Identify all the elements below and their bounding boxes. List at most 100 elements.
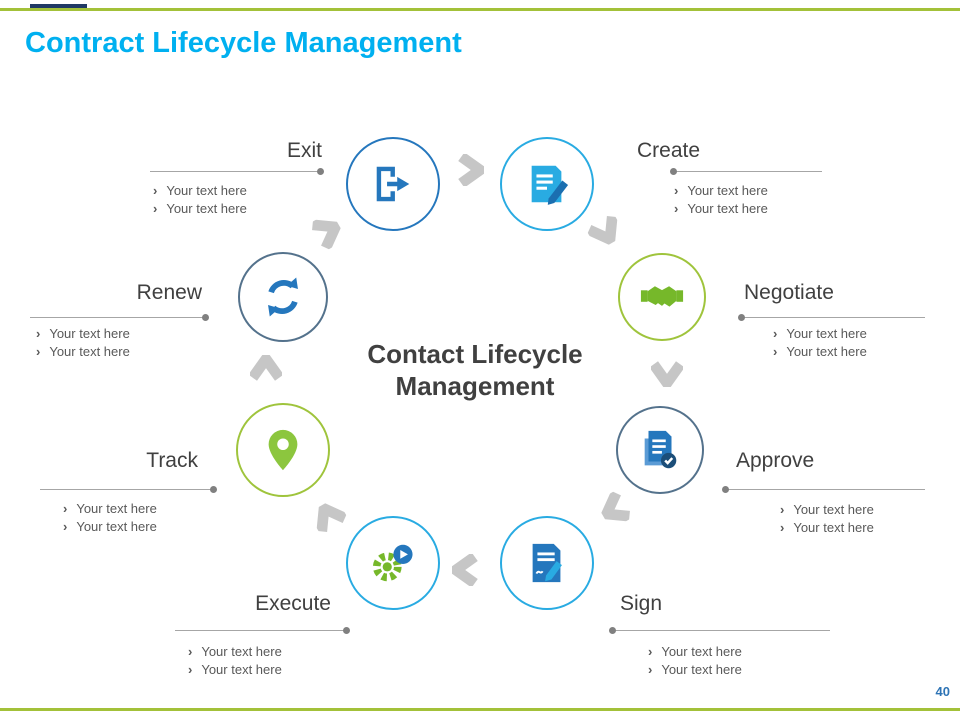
bullet-item: › Your text here bbox=[153, 182, 247, 200]
flow-arrow-top bbox=[452, 152, 490, 188]
bullet-item: › Your text here bbox=[648, 643, 742, 661]
bullet-chevron: › bbox=[36, 344, 41, 359]
bullet-item: › Your text here bbox=[648, 661, 742, 679]
bullet-text: Your text here bbox=[201, 662, 282, 677]
bullet-item: ›Your text here bbox=[674, 200, 768, 218]
flow-arrow-left bbox=[248, 349, 284, 387]
negotiate-bullets: › Your text here › Your text here bbox=[773, 325, 867, 361]
map-pin-icon bbox=[268, 429, 298, 471]
approved-documents-icon bbox=[644, 430, 677, 469]
bullet-text: Your text here bbox=[661, 644, 742, 659]
bullet-chevron: › bbox=[773, 326, 778, 341]
node-label-create: Create bbox=[637, 139, 701, 162]
bullet-item: › Your text here bbox=[773, 343, 867, 361]
exit-bullets: › Your text here › Your text here bbox=[153, 182, 247, 218]
bullet-chevron: › bbox=[63, 519, 68, 534]
bullet-item: › Your text here bbox=[153, 200, 247, 218]
connector-dot bbox=[722, 486, 729, 493]
bullet-item: › Your text here bbox=[773, 325, 867, 343]
leader-line-track bbox=[40, 486, 217, 493]
bullet-item: ›Your text here bbox=[674, 182, 768, 200]
bullet-chevron: › bbox=[648, 644, 653, 659]
flow-arrow-bottom-right bbox=[595, 486, 639, 530]
bullet-text: Your text here bbox=[687, 201, 768, 216]
bullet-item: › Your text here bbox=[188, 643, 282, 661]
bullet-text: Your text here bbox=[166, 201, 247, 216]
bullet-item: › Your text here bbox=[36, 343, 130, 361]
bullet-text: Your text here bbox=[786, 326, 867, 341]
connector-dot bbox=[210, 486, 217, 493]
bullet-item: ›Your text here bbox=[36, 325, 130, 343]
bullet-chevron: › bbox=[674, 183, 679, 198]
bullet-item: › Your text here bbox=[188, 661, 282, 679]
connector-dot bbox=[609, 627, 616, 634]
connector-dot bbox=[738, 314, 745, 321]
bullet-chevron: › bbox=[36, 326, 41, 341]
renew-bullets: ›Your text here ›Your text here bbox=[36, 325, 130, 361]
edit-document-icon bbox=[531, 165, 569, 205]
connector-dot bbox=[343, 627, 350, 634]
bullet-text: Your text here bbox=[661, 662, 742, 677]
node-circle-create bbox=[500, 137, 594, 231]
gears-icon bbox=[372, 544, 413, 582]
node-label-negotiate: Negotiate bbox=[744, 281, 834, 304]
node-circle-execute bbox=[346, 516, 440, 610]
leader-line-exit bbox=[150, 168, 324, 175]
bullet-text: Your text here bbox=[76, 519, 157, 534]
node-circle-renew bbox=[238, 252, 328, 342]
approve-bullets: › Your text here › Your text here bbox=[780, 501, 874, 537]
bullet-chevron: › bbox=[648, 662, 653, 677]
bullet-chevron: › bbox=[153, 201, 158, 216]
track-bullets: ›Your text here ›Your text here bbox=[63, 500, 157, 536]
node-circle-track bbox=[236, 403, 330, 497]
circular-arrows-icon bbox=[268, 277, 298, 317]
bullet-item: ›Your text here bbox=[63, 500, 157, 518]
bottom-accent-line bbox=[0, 708, 960, 711]
center-title-line2: Management bbox=[395, 371, 555, 401]
node-label-approve: Approve bbox=[736, 449, 815, 472]
flow-arrow-top-left bbox=[303, 211, 347, 255]
bullet-chevron: › bbox=[188, 662, 193, 677]
bullet-chevron: › bbox=[773, 344, 778, 359]
node-label-renew: Renew bbox=[136, 281, 202, 304]
bullet-text: Your text here bbox=[793, 502, 874, 517]
execute-bullets: › Your text here › Your text here bbox=[188, 643, 282, 679]
center-title: Contact Lifecycle Management bbox=[315, 338, 635, 402]
sign-bullets: › Your text here › Your text here bbox=[648, 643, 742, 679]
flow-arrow-top-right bbox=[582, 207, 626, 251]
connector-dot bbox=[670, 168, 677, 175]
flow-arrow-bottom-left bbox=[308, 497, 352, 541]
sign-document-icon bbox=[532, 543, 562, 583]
exit-door-icon bbox=[376, 166, 410, 202]
handshake-icon bbox=[640, 286, 684, 307]
bullet-chevron: › bbox=[188, 644, 193, 659]
bullet-chevron: › bbox=[153, 183, 158, 198]
connector-dot bbox=[202, 314, 209, 321]
node-circle-approve bbox=[616, 406, 704, 494]
top-accent-bar bbox=[30, 4, 87, 11]
leader-line-approve bbox=[722, 486, 925, 493]
leader-line-create bbox=[670, 168, 822, 175]
top-accent-line bbox=[0, 8, 960, 11]
center-title-line1: Contact Lifecycle bbox=[367, 339, 583, 369]
leader-line-execute bbox=[175, 627, 350, 634]
connector-dot bbox=[317, 168, 324, 175]
bullet-chevron: › bbox=[780, 502, 785, 517]
bullet-chevron: › bbox=[780, 520, 785, 535]
create-bullets: ›Your text here ›Your text here bbox=[674, 182, 768, 218]
leader-line-renew bbox=[30, 314, 209, 321]
bullet-text: Your text here bbox=[49, 344, 130, 359]
bullet-text: Your text here bbox=[793, 520, 874, 535]
leader-line-negotiate bbox=[738, 314, 925, 321]
bullet-text: Your text here bbox=[166, 183, 247, 198]
bullet-item: › Your text here bbox=[780, 519, 874, 537]
flow-arrow-bottom bbox=[446, 552, 484, 588]
node-circle-sign bbox=[500, 516, 594, 610]
flow-arrow-right bbox=[649, 355, 685, 393]
bullet-text: Your text here bbox=[201, 644, 282, 659]
bullet-item: › Your text here bbox=[63, 518, 157, 536]
node-label-sign: Sign bbox=[620, 592, 663, 615]
slide-title: Contract Lifecycle Management bbox=[25, 27, 462, 59]
node-label-track: Track bbox=[146, 449, 198, 472]
bullet-text: Your text here bbox=[786, 344, 867, 359]
